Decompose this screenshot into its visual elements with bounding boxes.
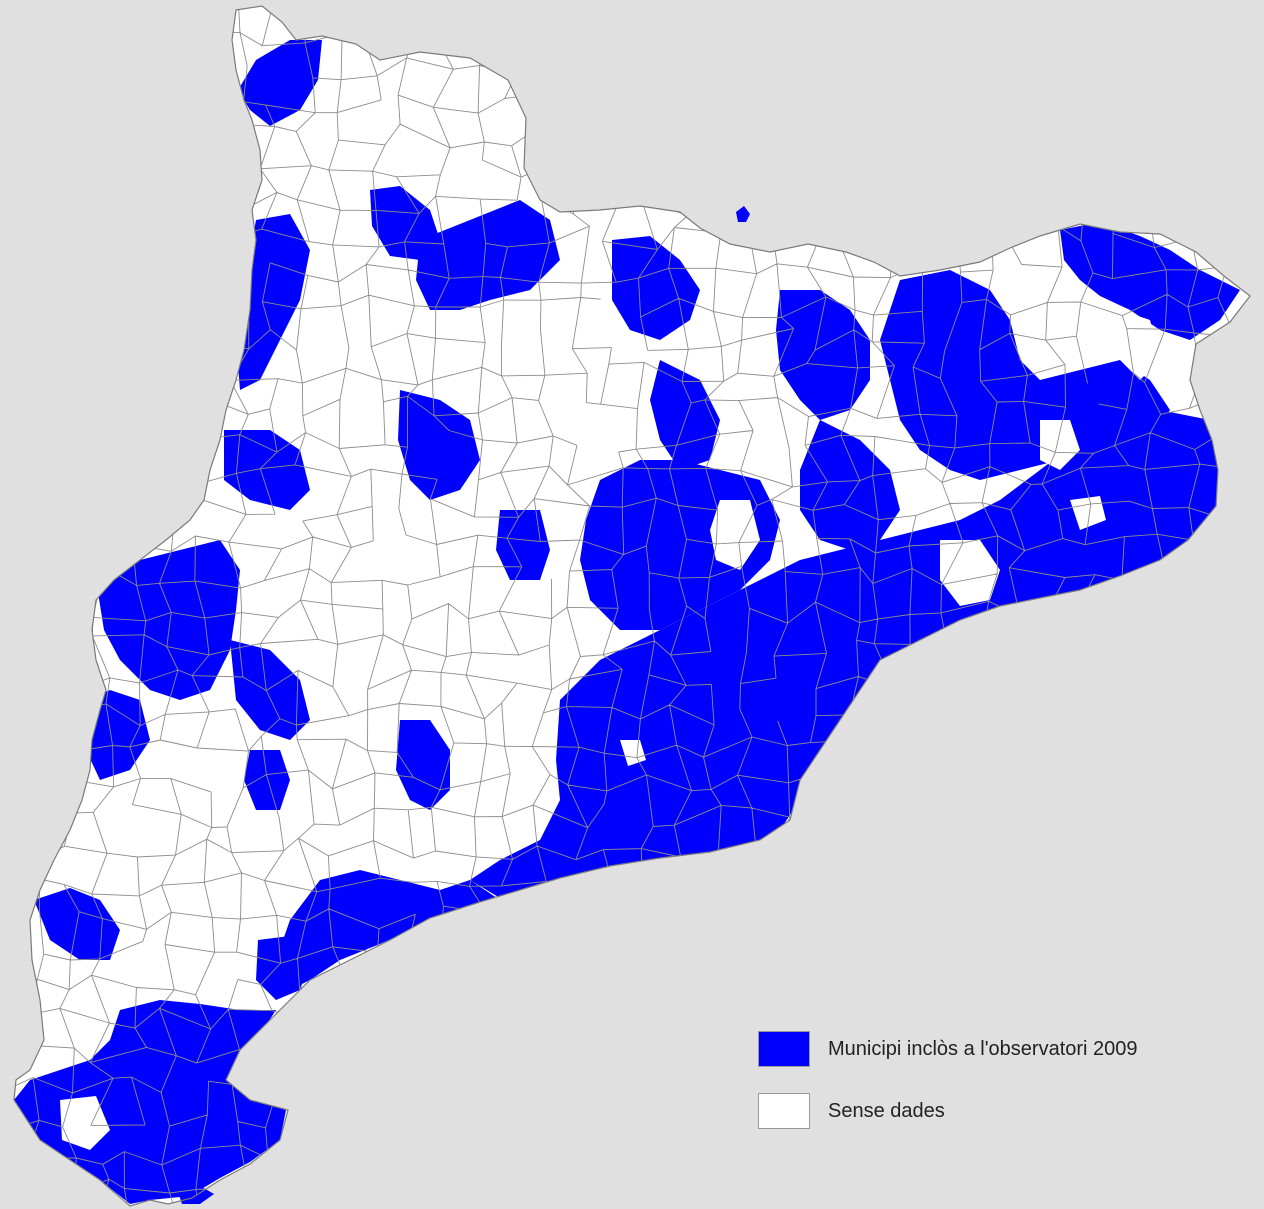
no-data-island-5 <box>620 740 646 766</box>
included-region-delta <box>14 1000 286 1204</box>
included-region-ripolles <box>612 236 700 340</box>
no-data-island-4 <box>1120 310 1160 380</box>
included-region-alt-urgell <box>370 186 440 260</box>
included-region-segria-north <box>96 540 240 700</box>
included-region-noguera <box>224 430 310 510</box>
included-region-solsones <box>244 750 290 810</box>
included-region-vic <box>800 420 900 550</box>
legend-item-included: Municipi inclòs a l'observatori 2009 <box>758 1030 1138 1068</box>
no-data-island-7 <box>1070 496 1106 530</box>
no-data-island-3 <box>1040 420 1080 470</box>
included-region-coast <box>470 410 1230 898</box>
map-legend: Municipi inclòs a l'observatori 2009 Sen… <box>758 1030 1138 1154</box>
included-region-val-daran <box>238 40 322 126</box>
included-region-cerdanya <box>416 200 560 310</box>
included-region-girona-north <box>880 270 1170 480</box>
included-region-priorat <box>256 936 310 1000</box>
included-region-tarragones <box>276 870 500 990</box>
no-data-island-6 <box>60 1096 110 1150</box>
included-region-osona <box>776 290 870 420</box>
included-region-garrigues <box>86 690 150 780</box>
no-data-island-2 <box>710 500 760 570</box>
region-outline <box>13 5 1251 1207</box>
included-region-conca <box>396 720 450 810</box>
legend-swatch-no-data <box>758 1093 810 1129</box>
included-region-pallars <box>398 390 480 500</box>
included-region-alt-emporda <box>1060 222 1240 340</box>
legend-item-no-data: Sense dades <box>758 1092 1138 1130</box>
legend-swatch-included <box>758 1031 810 1067</box>
included-region-bergueda <box>650 360 720 470</box>
included-region-urgell <box>496 510 550 580</box>
included-region-segria <box>230 640 310 740</box>
legend-label-included: Municipi inclòs a l'observatori 2009 <box>828 1037 1138 1060</box>
included-enclave-llivia <box>736 206 750 222</box>
included-region-ribagorca <box>236 214 310 390</box>
legend-label-no-data: Sense dades <box>828 1099 945 1122</box>
no-data-island-1 <box>940 540 1000 606</box>
